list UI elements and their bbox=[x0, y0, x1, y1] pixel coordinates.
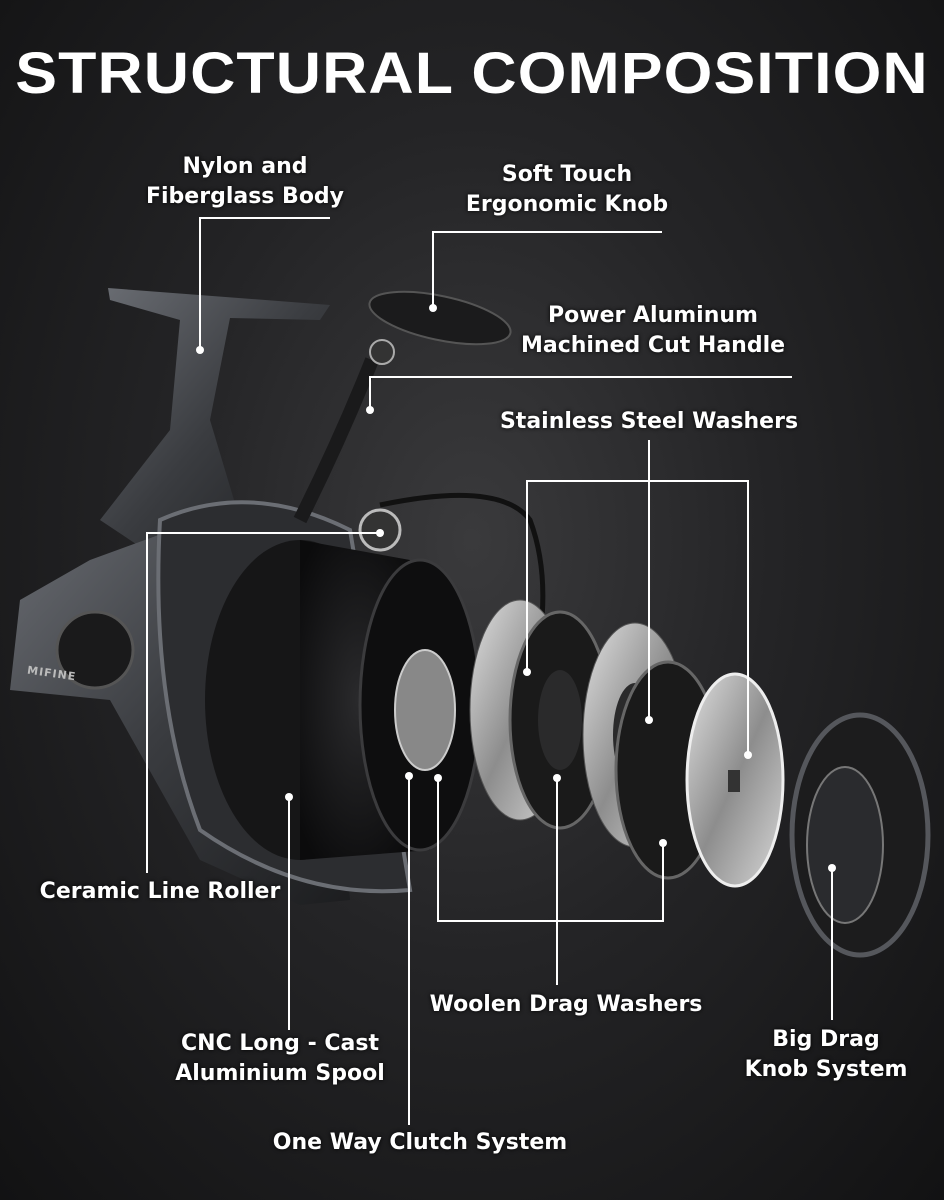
label-drag-knob: Big Drag Knob System bbox=[745, 1025, 908, 1085]
label-line: Ergonomic Knob bbox=[465, 192, 669, 217]
label-woolen-washers: Woolen Drag Washers bbox=[429, 992, 703, 1017]
reel-foot bbox=[100, 288, 330, 560]
label-handle: Power Aluminum Machined Cut Handle bbox=[521, 301, 785, 361]
label-line: Nylon and bbox=[182, 154, 308, 179]
label-line: CNC Long - Cast bbox=[181, 1031, 379, 1056]
label-spool: CNC Long - Cast Aluminium Spool bbox=[175, 1029, 385, 1089]
leader-dots bbox=[196, 304, 836, 872]
label-knob: Soft Touch Ergonomic Knob bbox=[466, 160, 668, 220]
label-line: Fiberglass Body bbox=[145, 184, 345, 209]
label-body: Nylon and Fiberglass Body bbox=[146, 152, 344, 212]
label-steel-washers: Stainless Steel Washers bbox=[499, 409, 799, 434]
handle-arm bbox=[293, 357, 379, 524]
label-line: Power Aluminum bbox=[548, 303, 758, 328]
handle-knob bbox=[368, 290, 512, 346]
body-dial bbox=[55, 610, 135, 690]
label-line-roller: Ceramic Line Roller bbox=[39, 879, 281, 904]
label-clutch: One Way Clutch System bbox=[272, 1130, 568, 1155]
label-line: Big Drag bbox=[772, 1027, 880, 1052]
label-line: Knob System bbox=[744, 1057, 908, 1082]
leader-lines bbox=[146, 217, 833, 1125]
label-line: Soft Touch bbox=[501, 162, 633, 187]
label-line: Aluminium Spool bbox=[175, 1061, 385, 1086]
page-title: STRUCTURAL COMPOSITION bbox=[15, 41, 929, 106]
label-line: Machined Cut Handle bbox=[520, 333, 786, 358]
